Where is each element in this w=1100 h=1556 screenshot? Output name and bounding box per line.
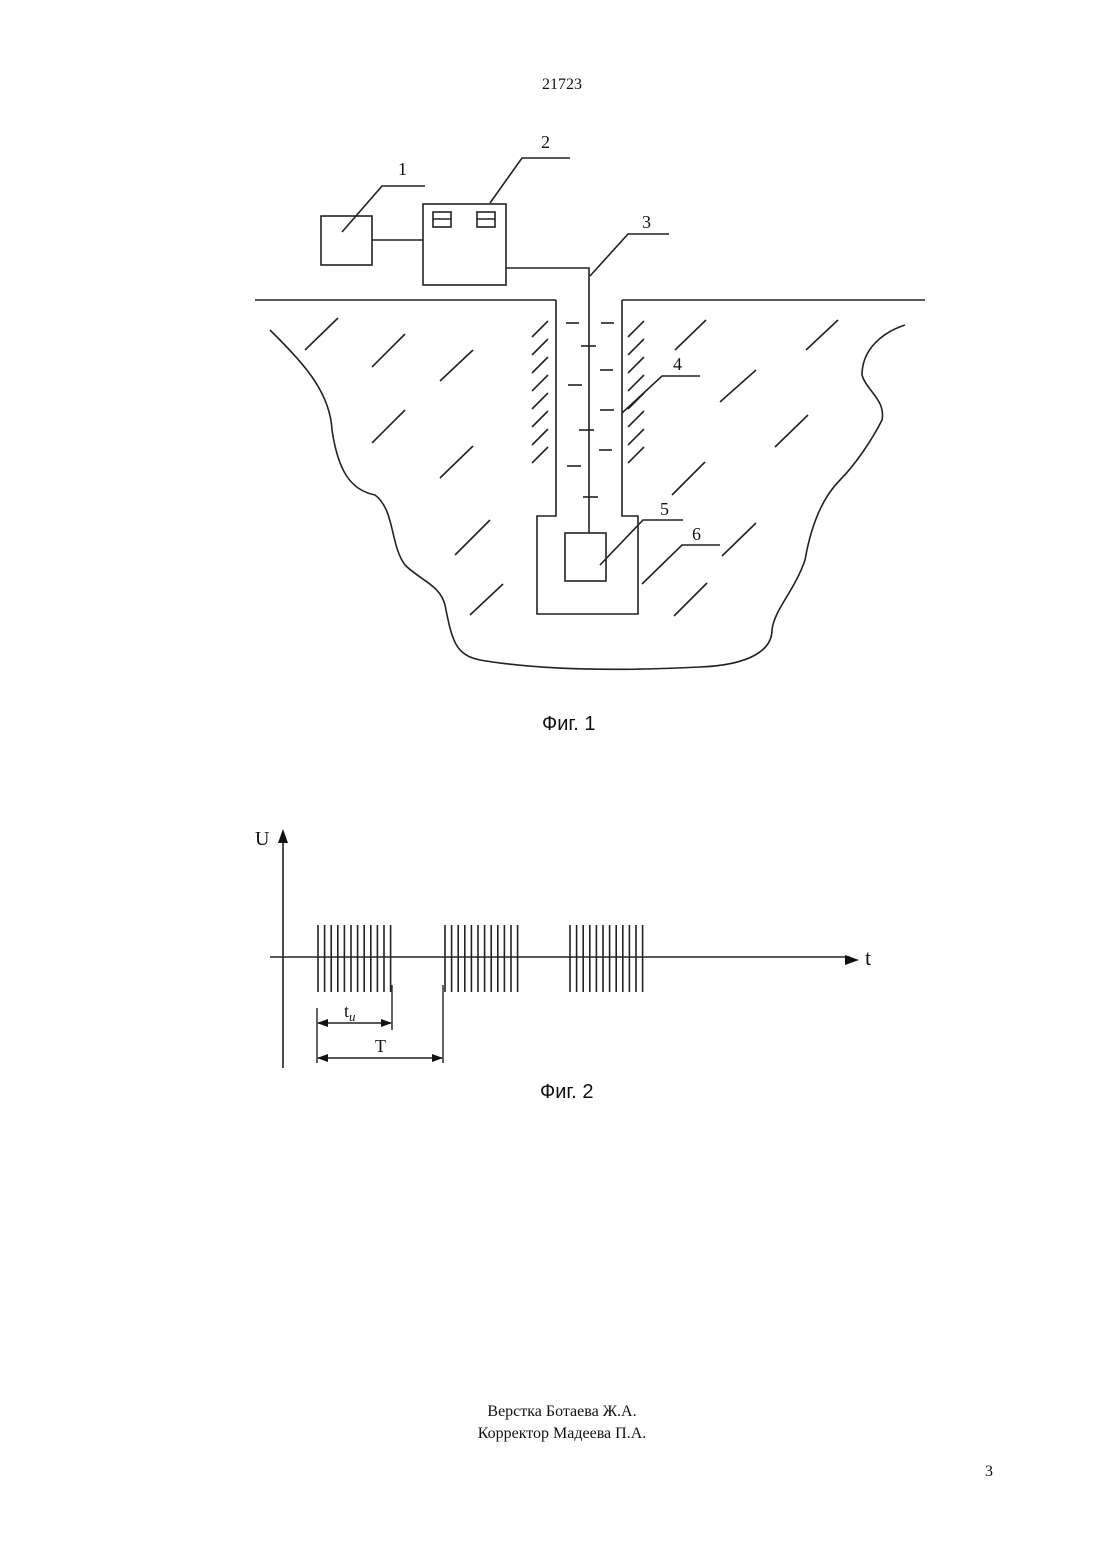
pulse-bursts: [318, 925, 643, 992]
label-5: 5: [660, 499, 669, 519]
page-number: 3: [985, 1463, 993, 1481]
x-axis-label: t: [865, 945, 871, 970]
block-1: [321, 216, 372, 265]
proofreader-credit: Корректор Мадеева П.А.: [0, 1423, 1100, 1445]
leader-6: [642, 545, 720, 584]
leader-4: [622, 376, 700, 413]
credits-block: Верстка Ботаева Ж.А. Корректор Мадеева П…: [0, 1401, 1100, 1445]
leader-2: [490, 158, 570, 203]
layout-credit: Верстка Ботаева Ж.А.: [0, 1401, 1100, 1423]
period-label: T: [375, 1036, 386, 1056]
label-1: 1: [398, 159, 407, 179]
y-axis-arrow-icon: [278, 829, 288, 843]
figure-2-caption: Фиг. 2: [540, 1081, 593, 1104]
y-axis-label: U: [255, 828, 270, 850]
label-6: 6: [692, 524, 701, 544]
pulse-width-label: tи: [344, 1001, 356, 1024]
leader-5: [600, 520, 683, 565]
figure-2-diagram: U t tи T: [255, 828, 871, 1068]
label-4: 4: [673, 354, 682, 374]
label-2: 2: [541, 132, 550, 152]
block-2: [423, 204, 506, 285]
leader-1: [342, 186, 425, 232]
device-5: [565, 533, 606, 581]
label-3: 3: [642, 212, 651, 232]
x-axis-arrow-icon: [845, 955, 859, 965]
leader-3: [590, 234, 669, 276]
borehole-4: [537, 300, 638, 614]
figure-1-caption: Фиг. 1: [542, 713, 595, 736]
cable-3: [506, 268, 589, 533]
